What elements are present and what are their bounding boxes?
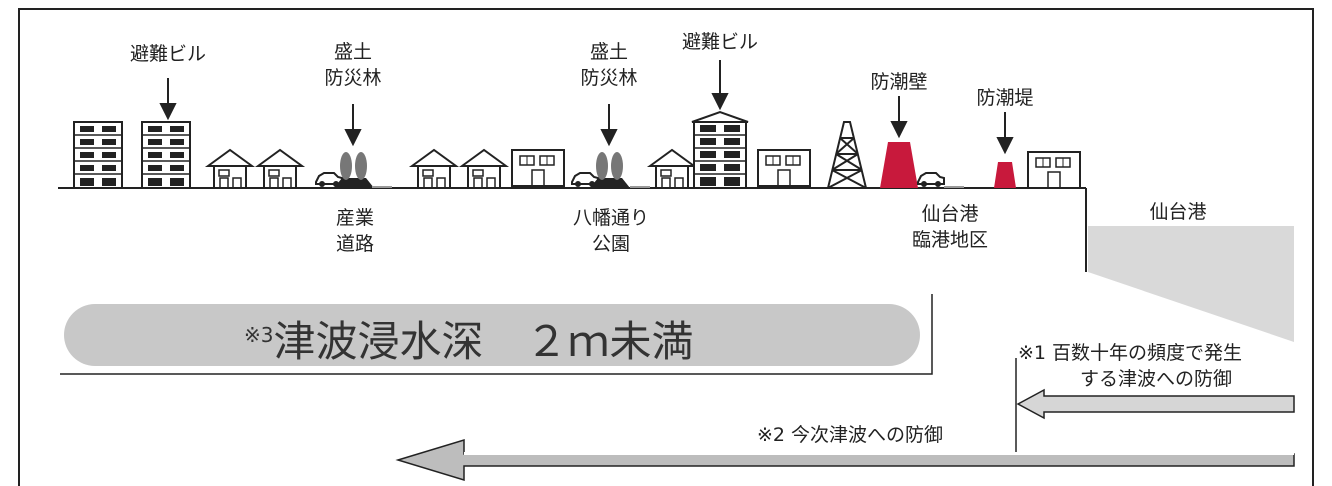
label-evacuation-building-2: 避難ビル [681, 31, 758, 53]
inundation-band [64, 304, 920, 366]
label-port-district-line2: 臨港地区 [911, 229, 988, 251]
car-icon [917, 172, 945, 188]
mound-forest-icon [334, 152, 374, 188]
shop-building-icon [757, 149, 811, 187]
label-seawall: 防潮壁 [870, 71, 928, 93]
house-icon [461, 149, 507, 189]
label-mound-2-line1: 盛土 [589, 41, 628, 63]
defense-note-1-line2: する津波への防御 [1079, 368, 1232, 390]
defense-arrow-2 [395, 438, 1295, 482]
diagram-frame [18, 8, 1314, 486]
label-mound-1-line1: 盛土 [333, 41, 372, 63]
shop-building-icon [1027, 151, 1081, 189]
house-icon [207, 149, 253, 189]
house-icon [649, 149, 695, 189]
defense-note-2: ※2 今次津波への防御 [756, 424, 944, 446]
label-mound-1-line2: 防災林 [324, 67, 382, 89]
inundation-depth-label: 津波浸水深 ２ｍ未満 [273, 317, 694, 366]
label-yawata-park-line2: 公園 [591, 233, 630, 255]
evacuation-building-tall-icon [691, 110, 749, 189]
defense-arrow-1 [1016, 388, 1295, 420]
sea-area [1088, 226, 1294, 342]
house-icon [411, 149, 457, 189]
label-industrial-road-line2: 道路 [335, 233, 374, 255]
mound-forest-icon [590, 152, 630, 188]
inundation-depth-text: ※3津波浸水深 ２ｍ未満 [244, 310, 694, 367]
label-embankment: 防潮堤 [976, 87, 1034, 109]
transmission-tower-icon [827, 121, 867, 189]
building-icon [73, 121, 123, 189]
note-mark-3: ※3 [244, 323, 274, 347]
label-port-district-line1: 仙台港 [921, 203, 979, 225]
label-sendai-port: 仙台港 [1149, 201, 1207, 223]
label-yawata-park-line1: 八幡通り [572, 207, 649, 229]
label-industrial-road-line1: 産業 [335, 207, 374, 229]
label-evacuation-building-1: 避難ビル [129, 43, 206, 65]
house-icon [257, 149, 303, 189]
embankment-icon [994, 162, 1016, 188]
defense-note-1-line1: ※1 百数十年の頻度で発生 [1018, 342, 1243, 364]
shop-building-icon [511, 149, 565, 187]
label-mound-2-line2: 防災林 [580, 67, 638, 89]
seawall-icon [880, 142, 918, 188]
evacuation-building-icon [141, 121, 191, 189]
